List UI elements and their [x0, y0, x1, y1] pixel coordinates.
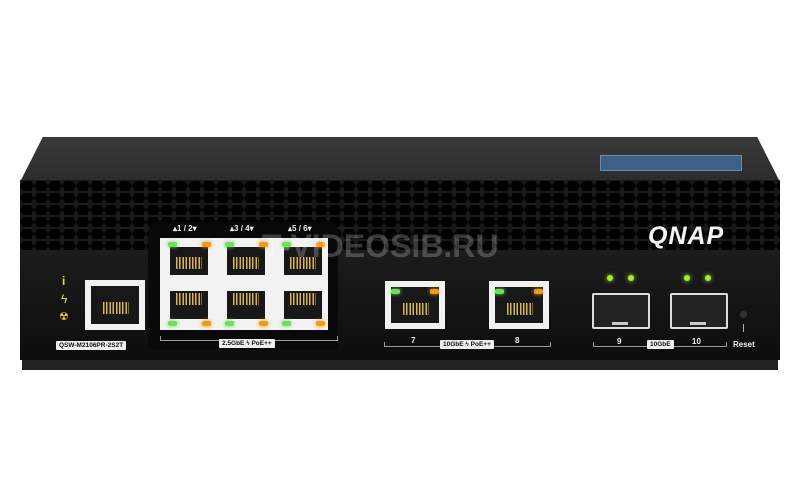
speed-label-7-8: 10GbE ϟ PoE++ — [440, 340, 494, 349]
reset-label: Reset — [733, 340, 755, 349]
speed-label-1-6: 2.5GbE ϟ PoE++ — [219, 339, 275, 348]
qnap-logo: QNAP — [648, 222, 725, 250]
product-sticker — [600, 155, 742, 171]
ventilation-grille — [20, 180, 780, 255]
port-6[interactable] — [278, 287, 328, 327]
reset-line — [743, 324, 744, 332]
sfp-port-9[interactable] — [592, 293, 650, 329]
info-icon: i — [62, 274, 66, 288]
led-9b — [628, 275, 634, 281]
port-label-8: 8 — [515, 336, 520, 345]
port-label-9: 9 — [617, 337, 622, 346]
port-7[interactable] — [385, 281, 445, 329]
led-10b — [705, 275, 711, 281]
reset-button[interactable] — [740, 311, 747, 318]
management-port[interactable] — [85, 280, 145, 330]
port-5[interactable] — [278, 241, 328, 281]
power-icon: ϟ — [61, 292, 68, 306]
port-label-7: 7 — [411, 336, 416, 345]
fan-icon: ☢ — [59, 311, 69, 323]
port-3[interactable] — [221, 241, 271, 281]
port-1[interactable] — [164, 241, 214, 281]
port-4[interactable] — [221, 287, 271, 327]
switch-base — [22, 360, 778, 370]
led-9a — [607, 275, 613, 281]
model-label: QSW-M2106PR-2S2T — [56, 341, 127, 350]
speed-label-9-10: 10GbE — [647, 340, 674, 349]
port-8[interactable] — [489, 281, 549, 329]
port-2[interactable] — [164, 287, 214, 327]
port-label-5-6: ▴5 / 6▾ — [288, 224, 312, 233]
watermark: T-VIDEOSIB.RU — [262, 228, 499, 264]
led-10a — [684, 275, 690, 281]
port-label-1-2: ▴1 / 2▾ — [173, 224, 197, 233]
port-label-3-4: ▴3 / 4▾ — [230, 224, 254, 233]
port-label-10: 10 — [692, 337, 701, 346]
sfp-port-10[interactable] — [670, 293, 728, 329]
